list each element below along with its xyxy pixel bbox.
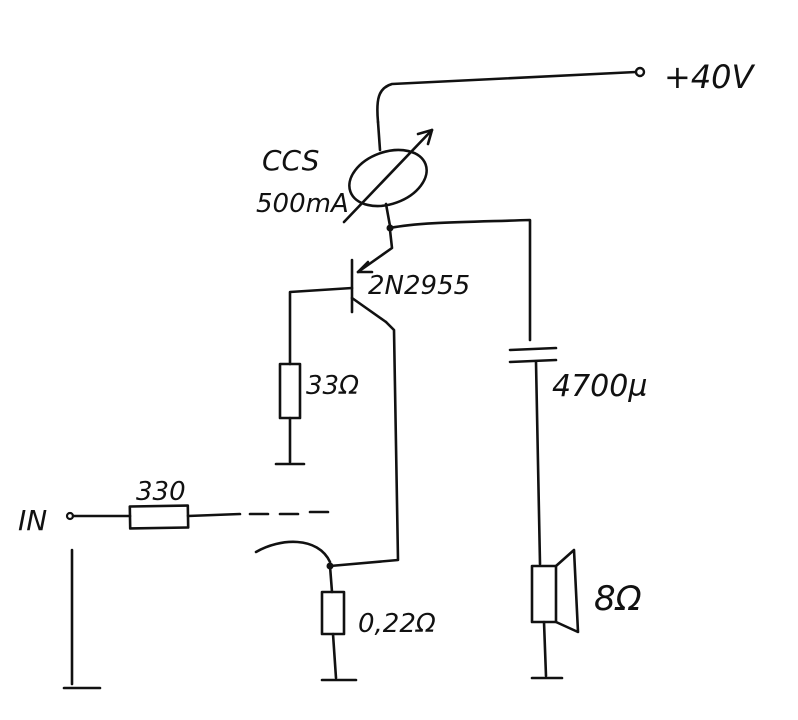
current-source-symbol: CCS 500mA — [256, 120, 434, 228]
supply-rail: +40V — [376, 58, 756, 124]
input-section: IN 330 — [18, 477, 330, 690]
input-label: IN — [18, 504, 47, 537]
current-source-name: CCS — [262, 144, 319, 177]
speaker-value: 8Ω — [594, 579, 642, 619]
collector-node — [386, 218, 532, 342]
current-source-value: 500mA — [256, 189, 349, 219]
transistor-2n2955: 2N2955 — [350, 228, 470, 324]
speaker-symbol: 8Ω — [530, 548, 642, 680]
transistor-label: 2N2955 — [368, 271, 470, 301]
emitter-resistor: 0,22Ω — [254, 540, 436, 682]
emitter-wire — [328, 320, 400, 568]
supply-label: +40V — [664, 58, 756, 96]
capacitor-value: 4700µ — [552, 369, 647, 404]
emitter-resistor-value: 0,22Ω — [358, 609, 436, 639]
base-resistor: 33Ω — [274, 286, 359, 466]
output-capacitor: 4700µ — [508, 346, 647, 566]
input-resistor-value: 330 — [136, 477, 186, 507]
supply-terminal — [634, 66, 646, 78]
base-resistor-value: 33Ω — [306, 371, 359, 401]
